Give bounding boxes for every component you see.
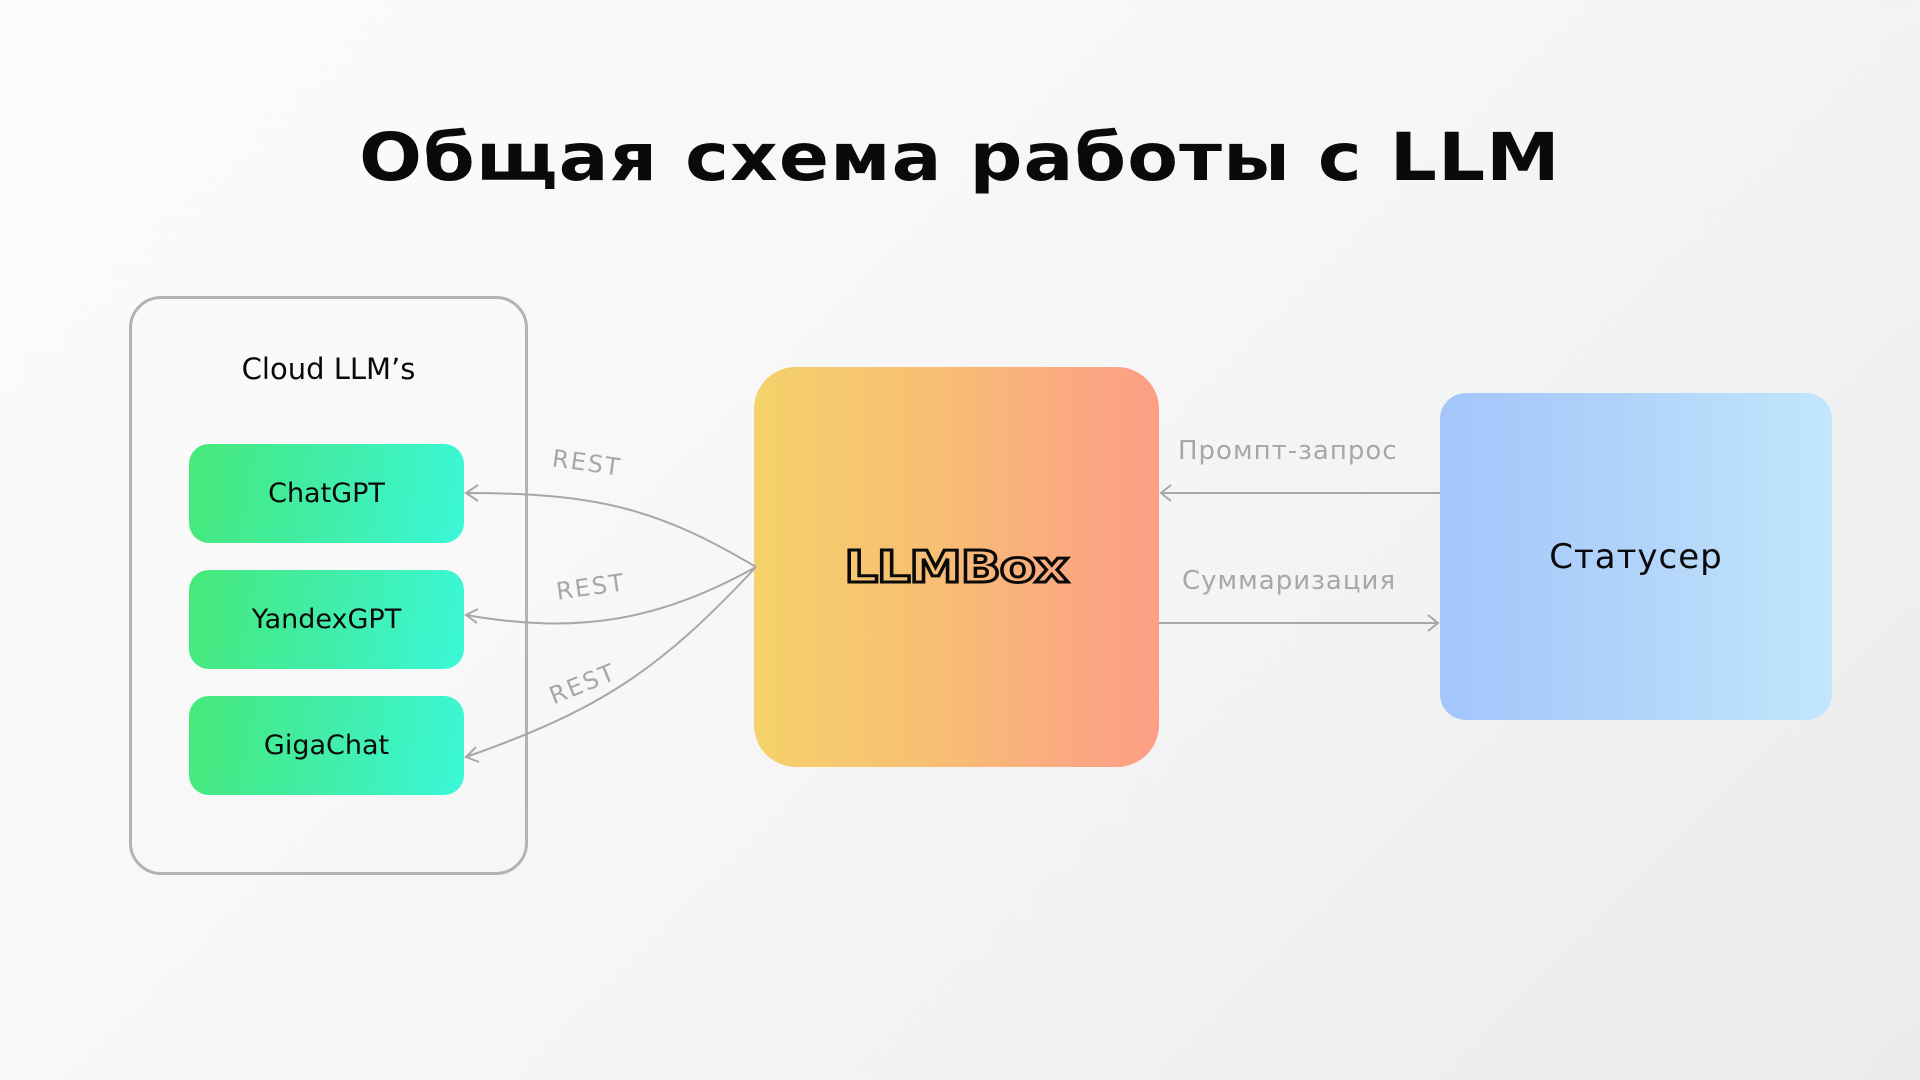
- node-gigachat: GigaChat: [189, 696, 464, 795]
- page-title: Общая схема работы с LLM: [359, 119, 1561, 196]
- node-statuser: Статусер: [1440, 393, 1832, 720]
- node-llmbox: LLMBox: [754, 367, 1159, 767]
- cloud-llms-container: [129, 296, 528, 875]
- arrow-to-chatgpt: [465, 492, 757, 568]
- edge-label-prompt-request: Промпт-запрос: [1178, 436, 1398, 466]
- arrow-to-yandexgpt: [465, 566, 757, 625]
- node-label: YandexGPT: [251, 604, 402, 635]
- node-label: GigaChat: [263, 730, 390, 761]
- arrow-to-gigachat: [465, 566, 757, 758]
- llmbox-label: LLMBox: [843, 540, 1071, 594]
- statuser-label: Статусер: [1549, 536, 1723, 577]
- cloud-llms-title: Cloud LLM’s: [241, 352, 416, 386]
- node-chatgpt: ChatGPT: [189, 444, 464, 543]
- node-label: ChatGPT: [268, 478, 385, 509]
- node-yandexgpt: YandexGPT: [189, 570, 464, 669]
- edge-label-summarization: Суммаризация: [1182, 566, 1397, 596]
